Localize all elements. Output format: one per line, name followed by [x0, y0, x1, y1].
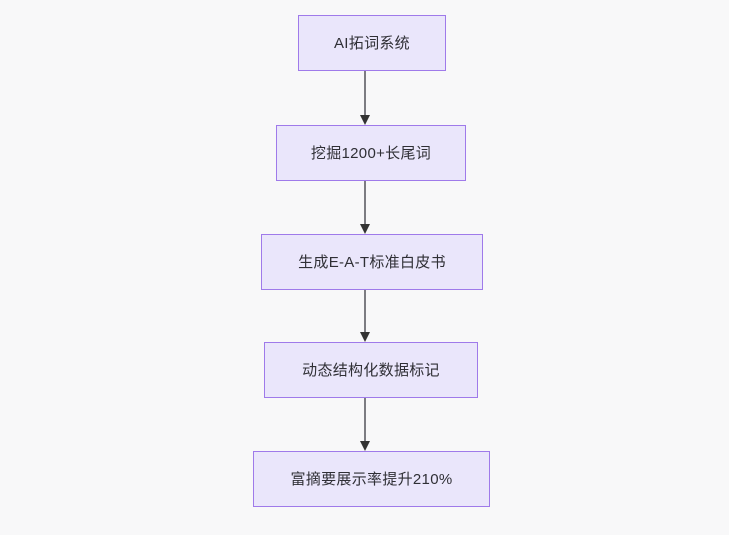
flow-node-label: AI拓词系统 [334, 34, 410, 52]
flow-node-structured-data-markup[interactable]: 动态结构化数据标记 [264, 342, 478, 398]
flow-edge-3 [358, 290, 372, 342]
flow-node-label: 动态结构化数据标记 [302, 361, 440, 379]
flow-node-ai-keyword-system[interactable]: AI拓词系统 [298, 15, 446, 71]
arrow-down-icon [360, 290, 370, 342]
arrow-down-icon [360, 71, 370, 125]
arrow-down-icon [360, 181, 370, 234]
flow-edge-4 [358, 398, 372, 451]
flow-edge-1 [358, 71, 372, 125]
flow-node-label: 富摘要展示率提升210% [290, 470, 453, 488]
flow-node-label: 生成E-A-T标准白皮书 [298, 253, 446, 271]
flow-node-eat-whitepaper[interactable]: 生成E-A-T标准白皮书 [261, 234, 483, 290]
flow-node-longtail-mining[interactable]: 挖掘1200+长尾词 [276, 125, 466, 181]
flow-edge-2 [358, 181, 372, 234]
flow-node-label: 挖掘1200+长尾词 [310, 144, 432, 162]
flow-node-rich-snippet-result[interactable]: 富摘要展示率提升210% [253, 451, 490, 507]
arrow-down-icon [360, 398, 370, 451]
